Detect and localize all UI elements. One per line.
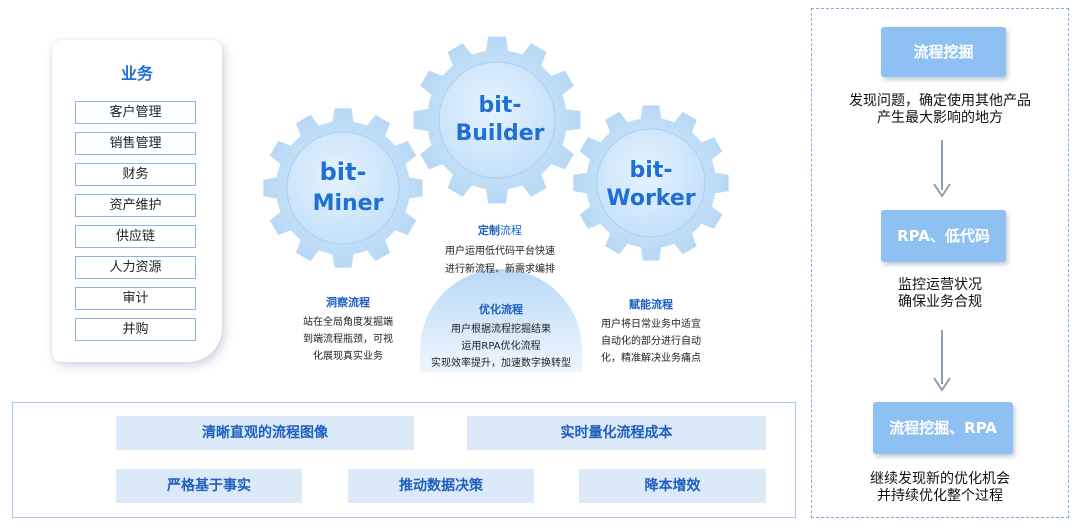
business-item: 财务 — [75, 163, 196, 186]
step-desc-line: 产生最大影响的地方 — [877, 110, 1003, 126]
benefit-item: 降本增效 — [579, 469, 766, 503]
step-desc-line: 确保业务合规 — [898, 294, 982, 310]
business-item: 销售管理 — [75, 132, 196, 155]
step-box-mining-rpa: 流程挖掘、RPA — [873, 402, 1013, 454]
optimize-process-line: 运用RPA优化流程 — [461, 341, 541, 352]
step-box-rpa-lowcode: RPA、低代码 — [881, 210, 1006, 262]
empower-process-line: 用户将日常业务中适宜 — [601, 319, 701, 330]
optimize-process-line: 用户根据流程挖掘结果 — [451, 324, 551, 335]
gear-builder: bit- Builder — [413, 36, 581, 204]
benefit-item: 推动数据决策 — [348, 469, 534, 503]
benefit-item: 严格基于事实 — [116, 469, 302, 503]
step-desc-line: 并持续优化整个过程 — [877, 488, 1003, 504]
business-item: 审计 — [75, 287, 196, 310]
gear-builder-line2: Builder — [455, 121, 544, 146]
business-item: 客户管理 — [75, 101, 196, 124]
gear-miner-line1: bit- — [320, 158, 367, 186]
business-title: 业务 — [120, 64, 153, 83]
benefit-item: 清晰直观的流程图像 — [116, 416, 414, 450]
optimize-process-line: 实现效率提升，加速数字换转型 — [431, 358, 571, 369]
gear-builder-inner — [438, 61, 556, 179]
gear-miner-inner — [286, 131, 400, 245]
step-box-process-mining: 流程挖掘 — [881, 27, 1006, 77]
gear-miner-line2: Miner — [313, 191, 384, 216]
business-item: 人力资源 — [75, 256, 196, 279]
custom-process-title: 定制流程 — [440, 222, 560, 238]
business-item: 资产维护 — [75, 194, 196, 217]
gear-worker-inner — [596, 128, 706, 238]
gear-worker: bit- Worker — [573, 105, 729, 261]
business-item: 供应链 — [75, 225, 196, 248]
step-desc-line: 监控运营状况 — [898, 277, 982, 293]
insight-process-title: 洞察流程 — [326, 296, 370, 309]
business-item: 并购 — [75, 318, 196, 341]
empower-process-title: 赋能流程 — [629, 298, 673, 311]
empower-process-line: 自动化的部分进行自动 — [601, 336, 701, 347]
empower-process-line: 化，精准解决业务痛点 — [601, 353, 701, 364]
business-panel: 业务 客户管理 销售管理 财务 资产维护 供应链 人力资源 审计 并购 — [52, 40, 222, 362]
insight-process-line: 化展现真实业务 — [313, 351, 383, 362]
down-arrow-icon — [933, 330, 951, 392]
gear-worker-line2: Worker — [606, 186, 695, 211]
benefit-item: 实时量化流程成本 — [467, 416, 766, 450]
custom-process-line: 用户运用低代码平台快速 — [445, 246, 555, 257]
optimize-process-title: 优化流程 — [479, 303, 523, 316]
gear-builder-line1: bit- — [479, 93, 522, 118]
insight-process-line: 到端流程瓶颈，可视 — [303, 334, 393, 345]
step-desc-line: 继续发现新的优化机会 — [870, 471, 1010, 487]
step-desc-line: 发现问题，确定使用其他产品 — [849, 93, 1031, 109]
insight-process-line: 站在全局角度发掘端 — [303, 317, 393, 328]
custom-process-title-bold: 定制 — [478, 224, 500, 237]
custom-process-title-rest: 流程 — [500, 224, 522, 237]
custom-process-line: 进行新流程、新需求编排 — [445, 264, 555, 275]
down-arrow-icon — [933, 140, 951, 198]
gear-worker-line1: bit- — [630, 158, 673, 183]
gear-miner: bit- Miner — [263, 108, 423, 268]
optimize-dome — [420, 269, 582, 372]
